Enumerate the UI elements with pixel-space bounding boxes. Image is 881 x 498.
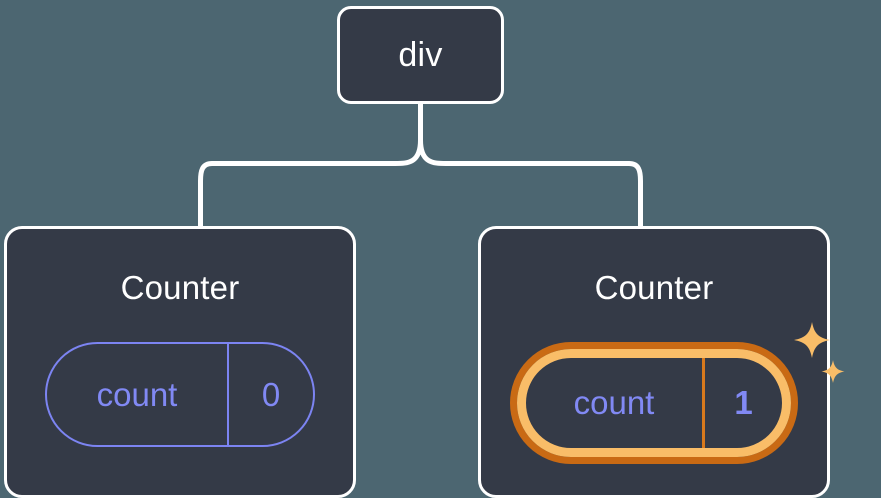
node-div[interactable]: div	[337, 6, 504, 104]
connector-branch-right	[418, 139, 643, 226]
state-pill-right-value: 1	[702, 358, 782, 448]
state-pill-left-wrap: count 0	[45, 342, 315, 447]
state-pill-left-value: 0	[227, 344, 313, 445]
sparkle-small-icon	[821, 360, 845, 383]
state-pill-right-highlight-ring: count 1	[510, 342, 798, 464]
node-counter-left[interactable]: Counter count 0	[4, 226, 356, 498]
state-pill-right-wrap: count 1	[510, 322, 845, 464]
sparkle-large-icon	[794, 322, 830, 358]
state-pill-right[interactable]: count 1	[517, 349, 791, 457]
node-div-label: div	[398, 36, 443, 74]
sparkle-group	[794, 322, 845, 383]
node-counter-left-label: Counter	[120, 269, 240, 306]
state-pill-left[interactable]: count 0	[45, 342, 315, 447]
state-pill-left-key: count	[96, 375, 178, 413]
node-counter-right-label: Counter	[594, 269, 714, 306]
node-counter-right[interactable]: Counter count 1	[478, 226, 845, 498]
state-pill-right-key: count	[573, 384, 655, 421]
connector-branch-left	[198, 139, 423, 226]
